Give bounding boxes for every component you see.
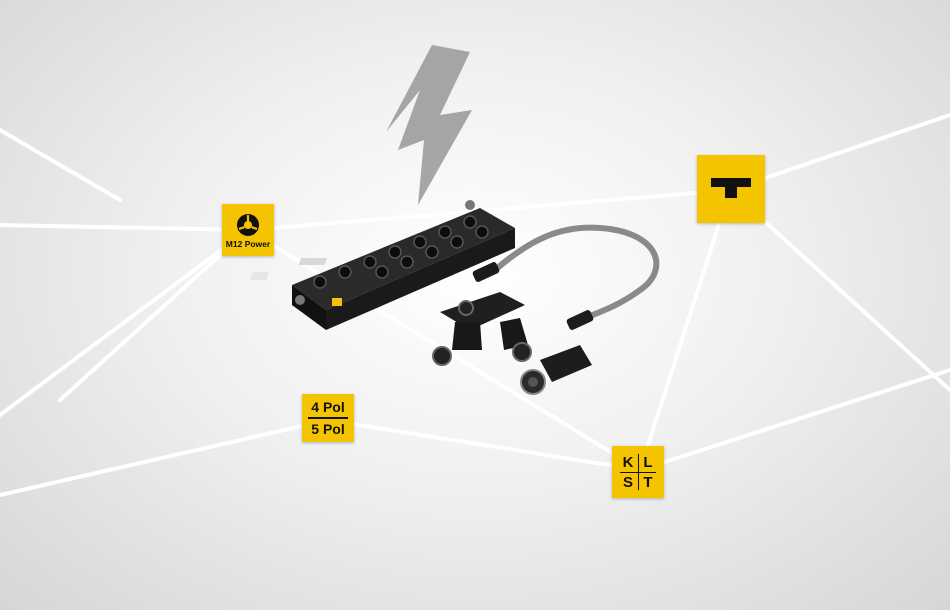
klst-l: L	[643, 453, 653, 471]
t-logo-icon	[711, 178, 751, 198]
pol-badge: 4 Pol 5 Pol	[302, 394, 354, 442]
field-connector	[520, 345, 592, 395]
t-splitter	[432, 292, 532, 366]
m12-power-badge: M12 Power	[222, 204, 274, 256]
pol-divider	[308, 417, 348, 419]
klst-t: T	[643, 473, 653, 491]
io-module-device	[250, 200, 515, 330]
pol-line-2: 5 Pol	[311, 420, 345, 437]
t-logo-badge	[697, 155, 765, 223]
wheel-icon	[237, 213, 259, 236]
cable	[472, 224, 660, 330]
pol-line-1: 4 Pol	[311, 399, 345, 416]
klst-badge: K L S T	[612, 446, 664, 498]
klst-k: K	[622, 453, 634, 471]
klst-s: S	[622, 473, 633, 491]
m12-power-label: M12 Power	[225, 238, 271, 249]
lightning-bolt-icon	[386, 45, 472, 205]
klst-grid: K L S T	[618, 452, 658, 492]
